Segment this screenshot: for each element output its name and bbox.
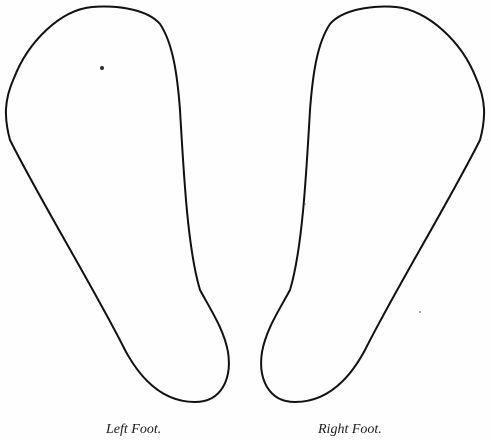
left-foot-outline: [6, 7, 229, 402]
left-foot-caption: Left Foot.: [106, 422, 161, 438]
speck: [304, 203, 306, 205]
right-foot-caption: Right Foot.: [318, 422, 382, 438]
right-foot-outline: [261, 7, 484, 402]
speck: [419, 311, 421, 313]
left-foot-dot: [100, 66, 104, 70]
